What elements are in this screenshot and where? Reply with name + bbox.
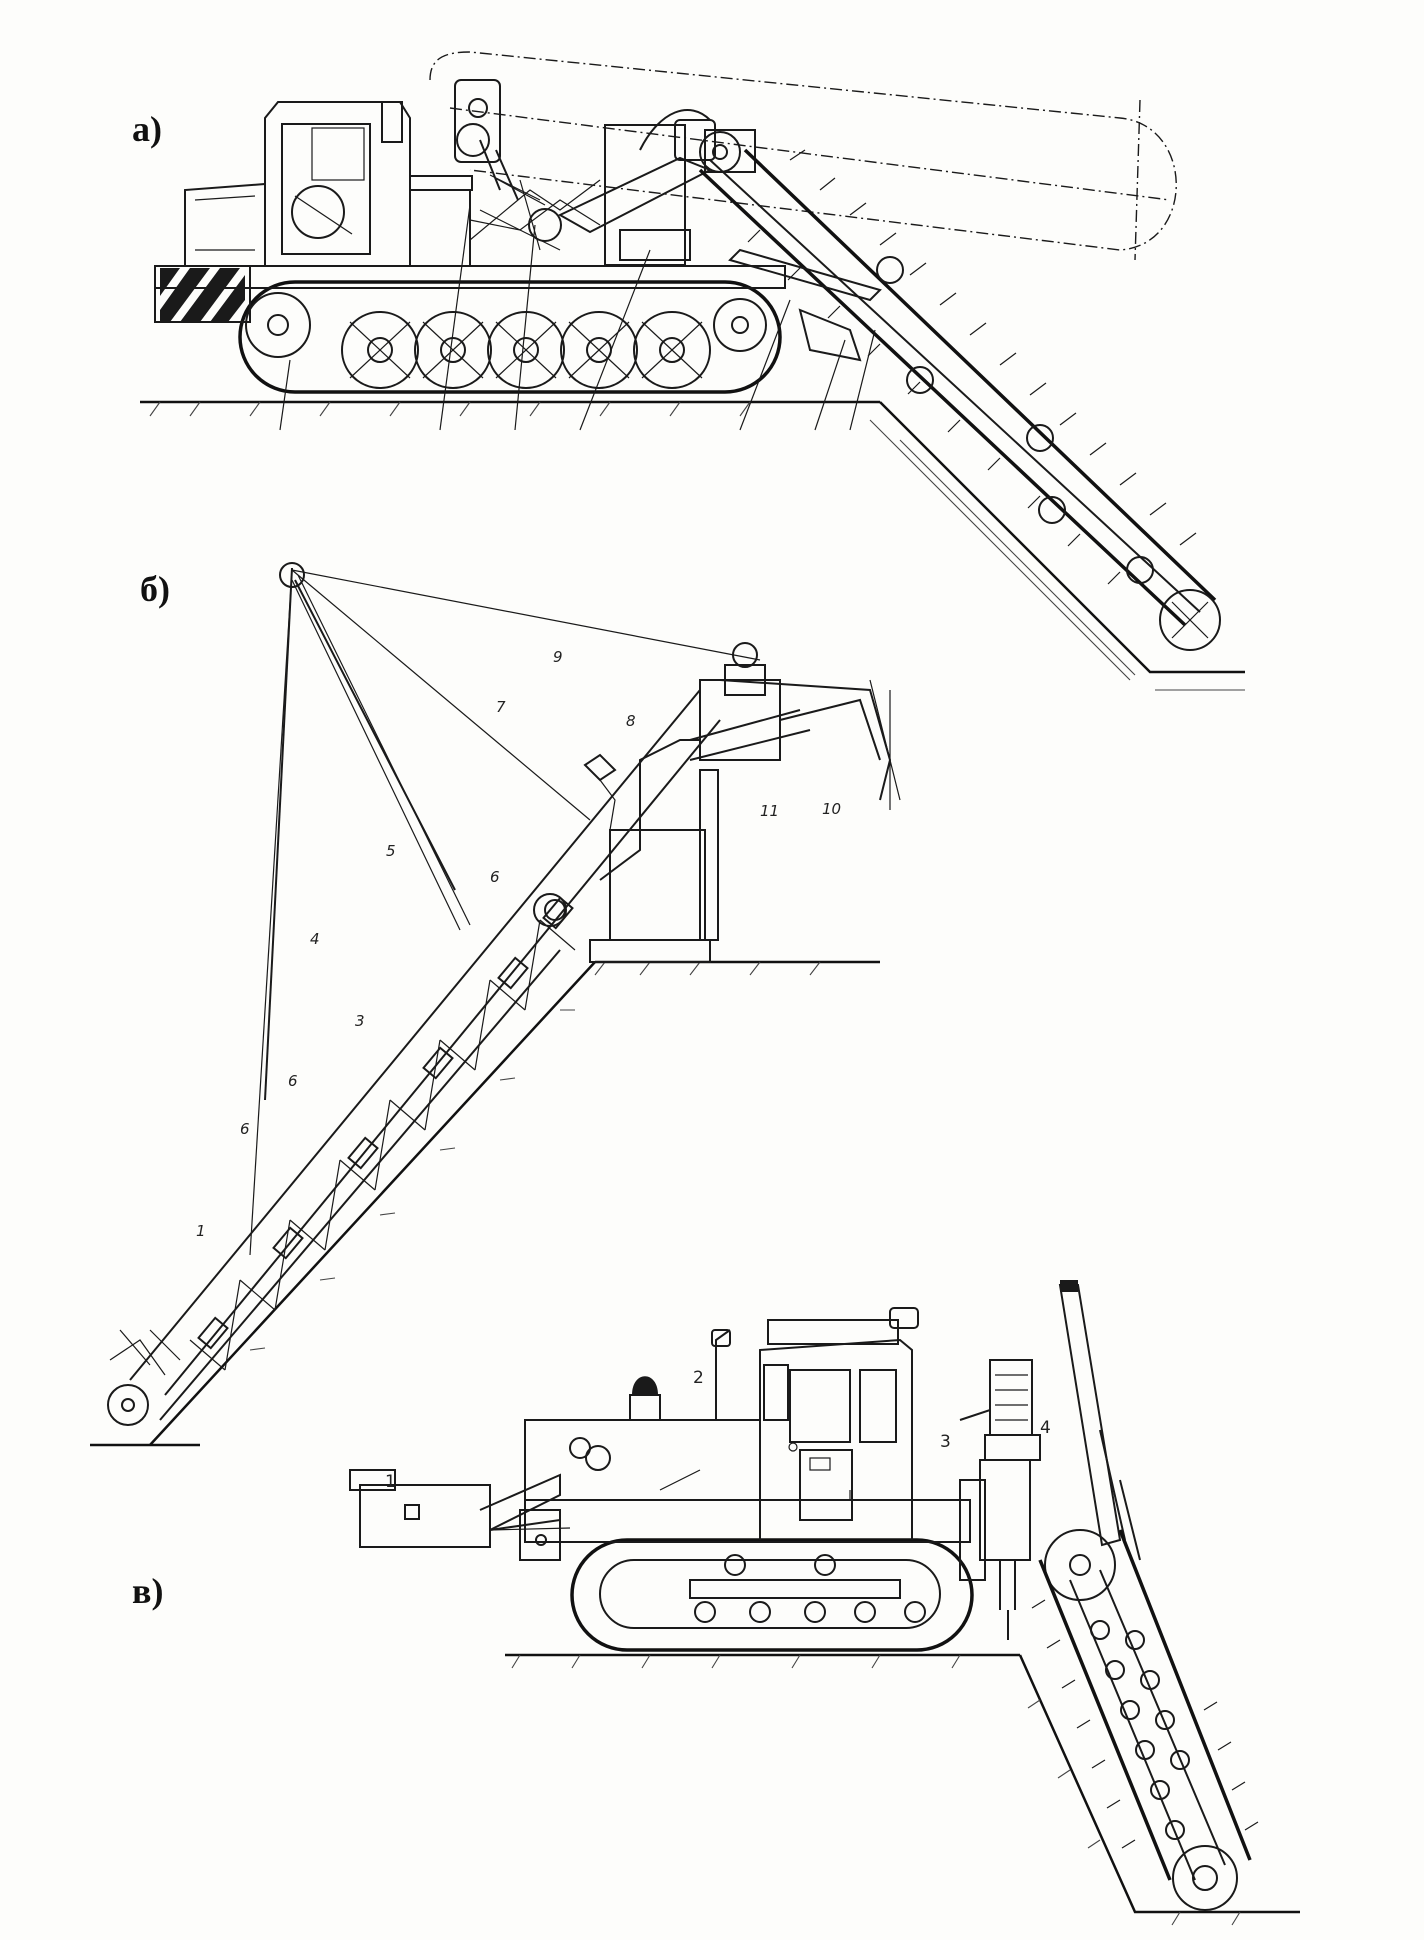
callout-b-6-right: 6 bbox=[288, 1072, 298, 1090]
panel-label-b: б) bbox=[140, 569, 170, 609]
callout-v-2: 2 bbox=[693, 1368, 704, 1388]
trencher-v-drawing bbox=[349, 1280, 1300, 1926]
panel-label-v: в) bbox=[132, 1571, 164, 1611]
callout-b-10: 10 bbox=[822, 800, 842, 818]
callout-b-4: 4 bbox=[310, 930, 320, 948]
trencher-a-drawing bbox=[140, 51, 1245, 691]
callout-b-1: 1 bbox=[196, 1222, 206, 1240]
callout-b-8: 8 bbox=[626, 712, 636, 730]
callout-b-3: 3 bbox=[355, 1012, 365, 1030]
callout-v-4: 4 bbox=[1040, 1418, 1051, 1438]
callout-v-1: 1 bbox=[385, 1472, 396, 1492]
callout-v-3: 3 bbox=[940, 1432, 951, 1452]
callout-b-9: 9 bbox=[553, 648, 563, 666]
callout-b-11: 11 bbox=[760, 802, 780, 820]
callout-b-6-upper: 6 bbox=[490, 868, 500, 886]
trencher-b-drawing bbox=[90, 562, 901, 1447]
callout-b-7: 7 bbox=[496, 698, 506, 716]
callout-b-6-left: 6 bbox=[240, 1120, 250, 1138]
callout-b-5: 5 bbox=[386, 842, 396, 860]
panel-label-a: а) bbox=[132, 109, 162, 149]
